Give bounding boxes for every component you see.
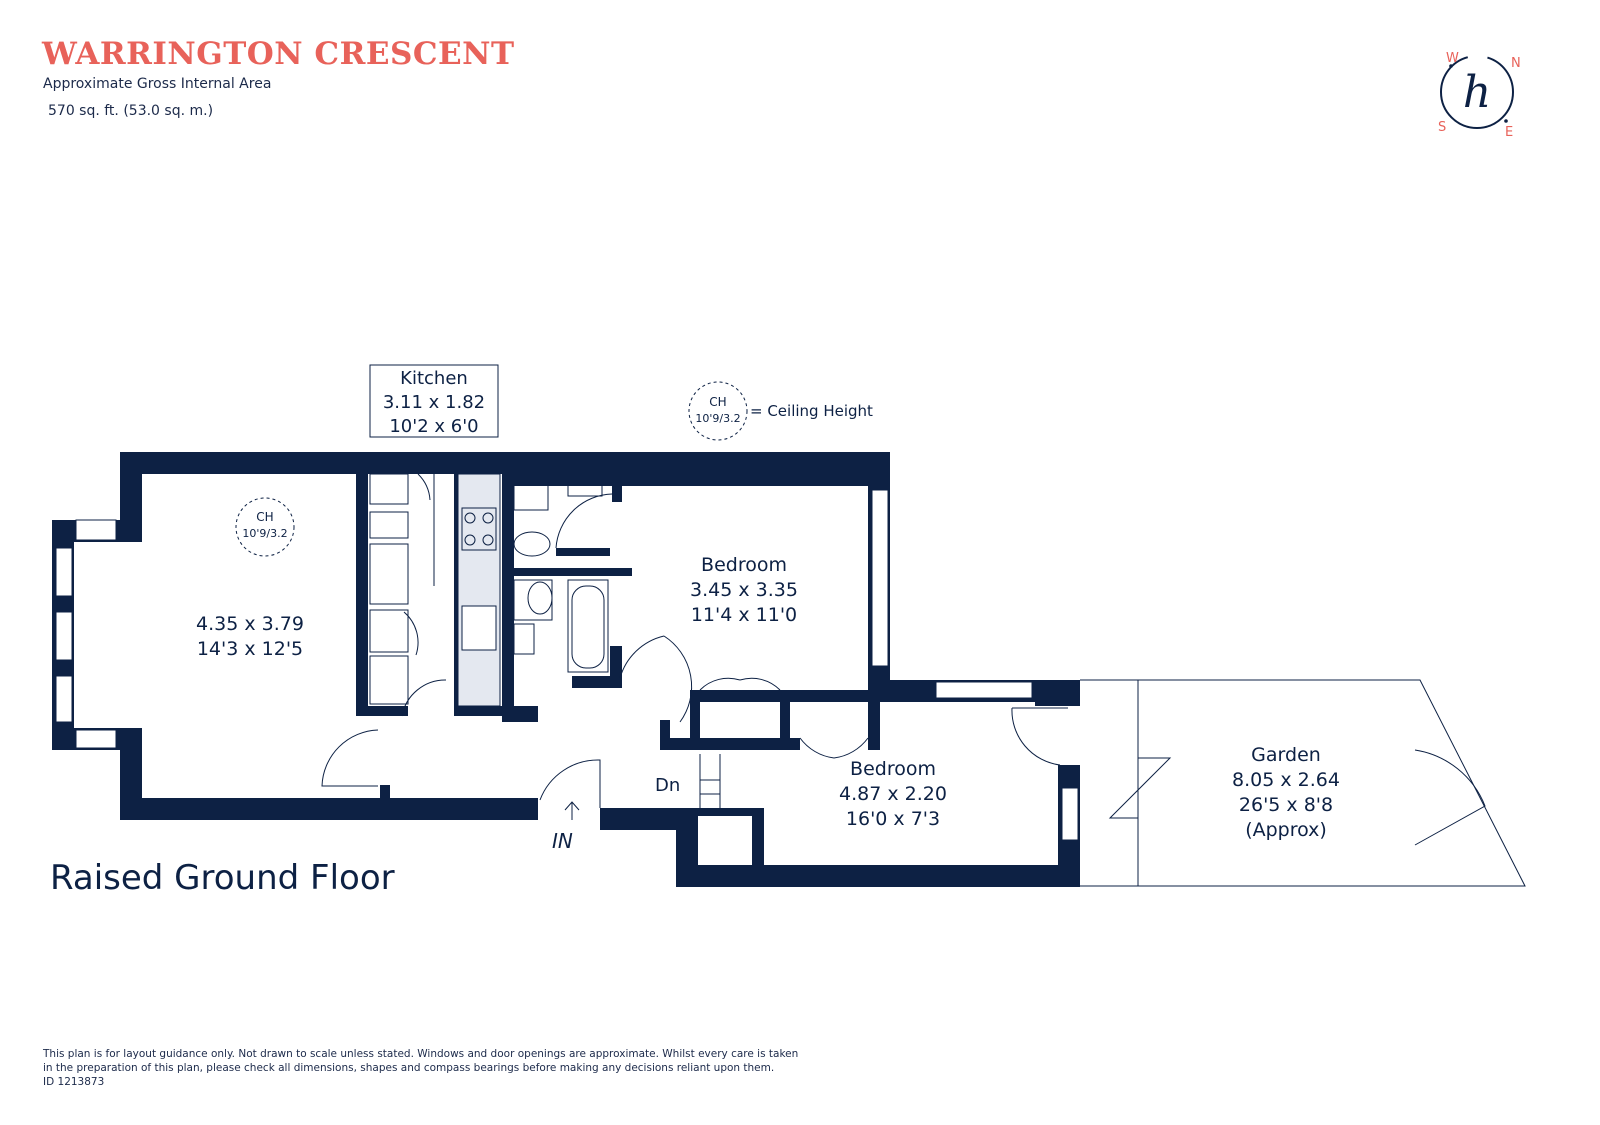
- windows: [55, 489, 1079, 841]
- area-caption: Approximate Gross Internal Area: [43, 76, 272, 92]
- disclaimer: This plan is for layout guidance only. N…: [43, 1047, 798, 1089]
- reception-metric: 4.35 x 3.79: [196, 613, 304, 635]
- ceiling-height-legend: CH 10'9/3.2 = Ceiling Height: [688, 381, 873, 441]
- garden-name: Garden: [1251, 744, 1321, 766]
- compass-s: S: [1438, 120, 1446, 135]
- bedroom2-imperial: 16'0 x 7'3: [846, 808, 940, 830]
- kitchen-metric: 3.11 x 1.82: [383, 392, 485, 413]
- area-value: 570 sq. ft. (53.0 sq. m.): [48, 103, 214, 119]
- compass-logo: h W N S E: [1438, 51, 1521, 140]
- compass-e: E: [1505, 125, 1513, 140]
- kitchen-fixtures: [369, 473, 501, 707]
- compass-n: N: [1511, 56, 1521, 71]
- bedroom1-metric: 3.45 x 3.35: [690, 579, 798, 601]
- bathroom-fixtures: [513, 477, 609, 673]
- bedroom2-metric: 4.87 x 2.20: [839, 783, 947, 805]
- reception-ch-marker: CH 10'9/3.2: [235, 497, 295, 557]
- legend-ch-value: 10'9/3.2: [695, 412, 740, 425]
- plan-id: ID 1213873: [43, 1076, 105, 1088]
- kitchen-imperial: 10'2 x 6'0: [389, 416, 478, 437]
- garden-area: [1011, 679, 1526, 887]
- bedroom1-imperial: 11'4 x 11'0: [691, 604, 797, 626]
- compass-w: W: [1446, 51, 1459, 66]
- kitchen-name: Kitchen: [400, 368, 468, 389]
- disclaimer-line-2: in the preparation of this plan, please …: [43, 1062, 775, 1074]
- garden-imperial: 26'5 x 8'8: [1239, 794, 1333, 816]
- doors: [321, 473, 869, 808]
- compass-logo-letter: h: [1463, 67, 1491, 118]
- legend-ch-text: = Ceiling Height: [750, 402, 873, 420]
- reception-ch-label: CH: [256, 510, 273, 524]
- reception-ch-value: 10'9/3.2: [242, 527, 287, 540]
- disclaimer-line-1: This plan is for layout guidance only. N…: [43, 1048, 799, 1060]
- reception-imperial: 14'3 x 12'5: [197, 638, 303, 660]
- garden-note: (Approx): [1245, 819, 1327, 841]
- property-title: WARRINGTON CRESCENT: [42, 36, 515, 72]
- floor-label: Raised Ground Floor: [50, 858, 395, 898]
- garden-metric: 8.05 x 2.64: [1232, 769, 1340, 791]
- entrance-arrow-icon: [564, 801, 580, 820]
- bedroom2-name: Bedroom: [850, 758, 936, 780]
- stairs: [699, 754, 721, 808]
- stairs-down-label: Dn: [655, 775, 680, 796]
- bedroom1-name: Bedroom: [701, 554, 787, 576]
- kitchen-label-box: Kitchen 3.11 x 1.82 10'2 x 6'0: [369, 364, 499, 438]
- entrance-label: IN: [552, 829, 573, 853]
- legend-ch-label: CH: [709, 395, 726, 409]
